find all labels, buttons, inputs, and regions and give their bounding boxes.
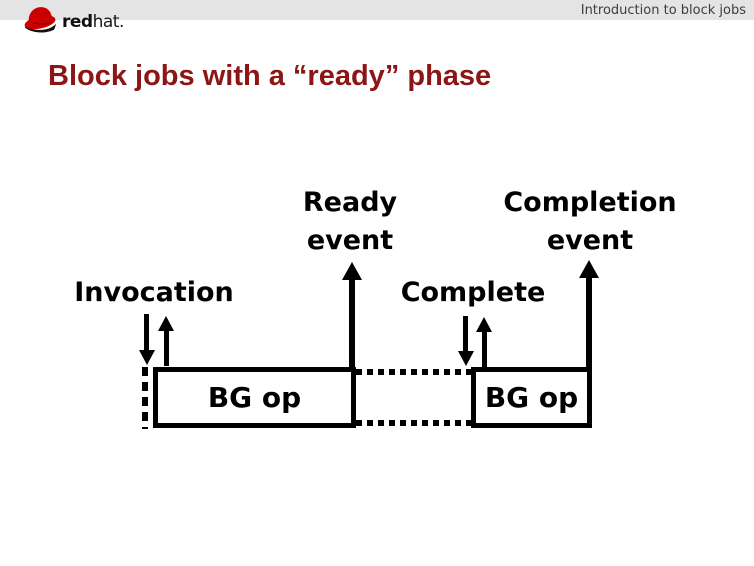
bg-op-box-2-label: BG op [484, 381, 579, 414]
invocation-return-arrow-shaft [164, 330, 169, 366]
invocation-call-arrow-down-icon [139, 350, 155, 365]
invocation-call-arrow-shaft [144, 314, 149, 351]
bg-op-box-1-label: BG op [207, 381, 302, 414]
header-bar: Introduction to block jobs [0, 0, 754, 20]
redhat-logo-text: redhat. [62, 14, 124, 34]
completion-event-arrow-shaft [586, 277, 592, 368]
completion-event-label: Completion event [503, 187, 677, 256]
logo-hat-text: hat. [92, 12, 125, 32]
complete-label: Complete [400, 277, 546, 308]
ready-event-arrow-shaft [349, 279, 355, 368]
ready-event-arrow-up-icon [342, 262, 362, 280]
complete-call-arrow-shaft [463, 316, 468, 352]
ready-event-label: Ready event [302, 187, 398, 256]
redhat-logo: redhat. [22, 4, 124, 34]
complete-return-arrow-shaft [482, 331, 487, 368]
slide-title: Block jobs with a “ready” phase [48, 60, 492, 92]
completion-event-arrow-up-icon [579, 260, 599, 278]
complete-call-arrow-down-icon [458, 351, 474, 366]
logo-red-text: red [62, 12, 93, 32]
job-start-dashed-edge [142, 367, 148, 429]
invocation-label: Invocation [74, 277, 234, 308]
idle-phase-dotted-line-bottom [356, 420, 472, 426]
header-title: Introduction to block jobs [580, 2, 746, 18]
bg-op-box-1: BG op [153, 367, 356, 428]
invocation-return-arrow-up-icon [158, 316, 174, 331]
bg-op-box-2: BG op [471, 367, 592, 428]
complete-return-arrow-up-icon [476, 317, 492, 332]
idle-phase-dotted-line-top [356, 369, 472, 375]
redhat-hat-icon [24, 7, 57, 33]
